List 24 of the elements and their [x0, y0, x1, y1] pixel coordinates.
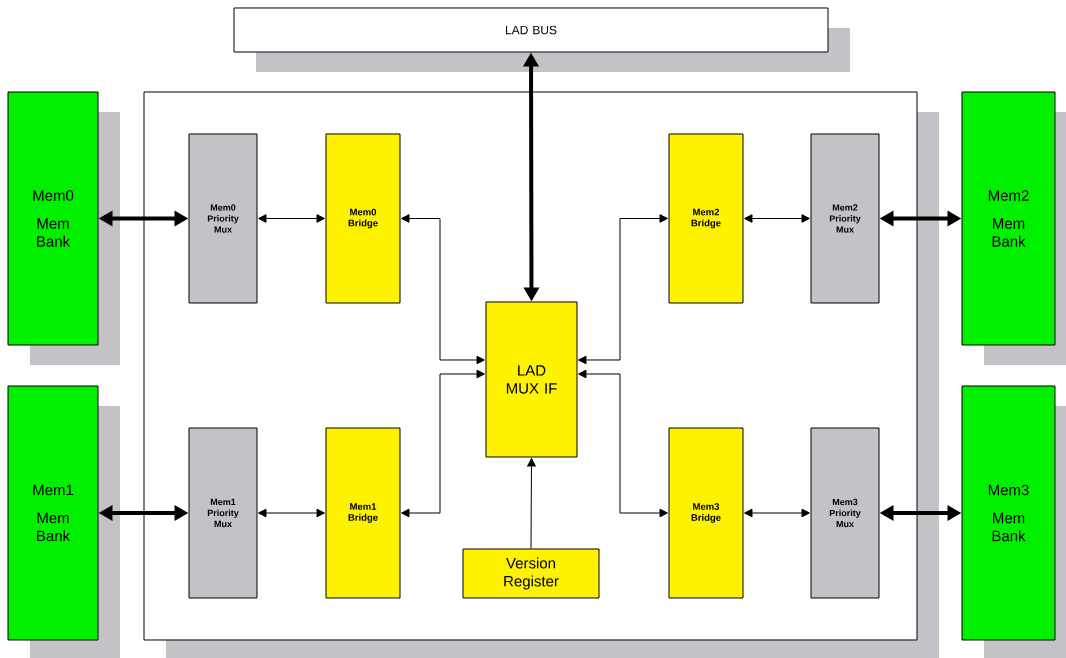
memory-bank-box: Mem2 Mem Bank — [961, 91, 1066, 365]
memory-bank-box: Mem0 Mem Bank — [7, 91, 120, 365]
arrow — [258, 508, 325, 518]
arrow — [578, 369, 668, 518]
register-box: Version Register — [462, 548, 600, 599]
bridge-box: Mem0 Bridge — [325, 133, 401, 304]
arrow — [401, 214, 485, 365]
memory-bank-box: Mem1 Mem Bank — [7, 385, 120, 658]
arrow — [527, 458, 536, 549]
mux-interface-box: LAD MUX IF — [485, 301, 578, 458]
priority-mux-box: Mem2 Priority Mux — [810, 133, 880, 304]
bus-box: LAD BUS — [233, 7, 850, 72]
arrow — [401, 369, 485, 518]
priority-mux-box: Mem0 Priority Mux — [188, 133, 258, 304]
arrow — [744, 214, 810, 223]
priority-mux-box: Mem3 Priority Mux — [810, 427, 880, 599]
arrow — [578, 214, 668, 365]
bridge-box: Mem3 Bridge — [668, 427, 744, 599]
arrow — [744, 508, 810, 518]
priority-mux-box: Mem1 Priority Mux — [188, 427, 258, 599]
arrow — [258, 214, 325, 223]
memory-bank-box: Mem3 Mem Bank — [961, 385, 1066, 658]
bridge-box: Mem1 Bridge — [325, 427, 401, 599]
bridge-box: Mem2 Bridge — [668, 133, 744, 304]
